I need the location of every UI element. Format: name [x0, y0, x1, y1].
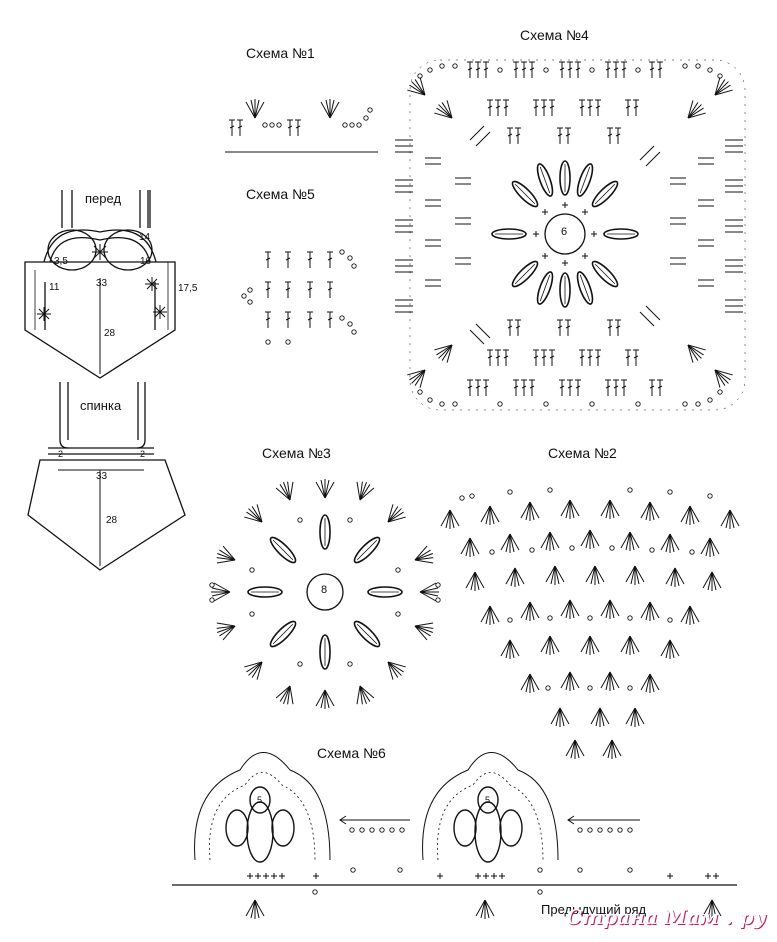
- dim-back-side-right: 2: [140, 449, 146, 459]
- dim-front-side-width: 11: [49, 282, 60, 293]
- scheme6-title: Схема №6: [317, 745, 386, 761]
- dim-front-side: 3,5: [54, 256, 68, 267]
- scheme5-title: Схема №5: [246, 186, 315, 202]
- scheme2-chart: [440, 487, 740, 760]
- scheme4-center-number: 6: [561, 226, 568, 238]
- scheme6-petal-number-2: 5: [485, 795, 491, 805]
- scheme4-title: Схема №4: [520, 27, 589, 43]
- scheme5-chart: [241, 249, 357, 345]
- front-label: перед: [85, 191, 122, 206]
- scheme4-chart: [395, 59, 746, 411]
- dim-back-side-left: 2: [58, 449, 64, 459]
- dim-front-cup-height: 14: [139, 232, 151, 243]
- dim-front-side-length: 17,5: [178, 283, 198, 294]
- scheme3-chart: [209, 478, 441, 710]
- watermark-logo: Страна Мам . ру: [566, 905, 766, 929]
- dim-front-width: 33: [96, 278, 108, 289]
- dim-back-length: 28: [106, 515, 118, 526]
- front-flower-icons: [37, 244, 167, 321]
- scheme3-center-number: 8: [321, 584, 328, 596]
- dim-front-cup-width: 16: [140, 256, 152, 267]
- scheme3-title: Схема №3: [262, 445, 331, 461]
- back-schematic: [27, 382, 186, 571]
- scheme6-chart: [172, 752, 737, 920]
- dim-back-width: 33: [96, 471, 108, 482]
- dim-front-length: 28: [104, 328, 116, 339]
- scheme2-title: Схема №2: [548, 445, 617, 461]
- scheme6-petal-number: 5: [257, 795, 263, 805]
- front-schematic: [24, 190, 176, 379]
- scheme1-title: Схема №1: [246, 45, 315, 61]
- back-label: спинка: [80, 398, 122, 413]
- scheme1-chart: [225, 98, 378, 153]
- previous-row-label: Предыдущий ряд: [541, 902, 647, 917]
